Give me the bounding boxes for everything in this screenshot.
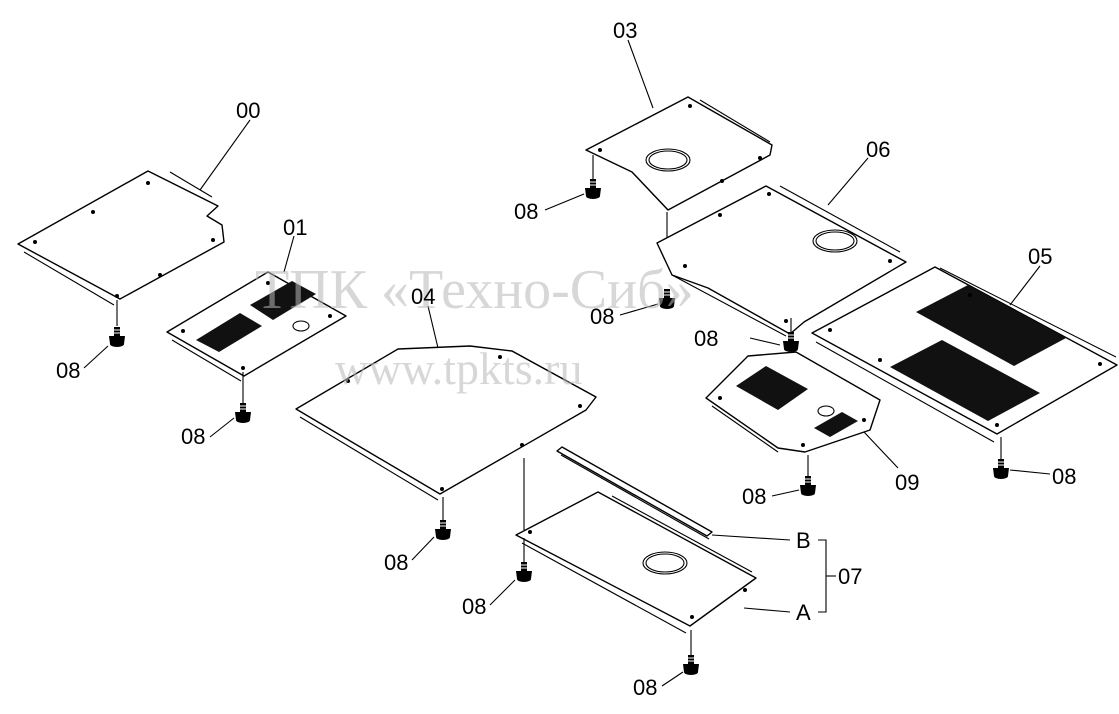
bolt-08-icon bbox=[108, 326, 126, 348]
watermark-url: www.tpkts.ru bbox=[335, 343, 582, 394]
label-part-08: 08 bbox=[590, 304, 614, 329]
plate-03 bbox=[585, 96, 773, 242]
bolt-08-icon bbox=[234, 402, 252, 424]
bolt-08-icon bbox=[434, 519, 452, 541]
plate-09 bbox=[705, 351, 881, 453]
label-part-08: 08 bbox=[384, 550, 408, 575]
plate-01 bbox=[166, 271, 347, 382]
watermark-company: ТПК «Техно-Сиб» bbox=[255, 259, 694, 321]
label-part-08: 08 bbox=[694, 326, 718, 351]
label-part-05: 05 bbox=[1028, 244, 1052, 269]
label-part-08: 08 bbox=[462, 594, 486, 619]
label-part-08: 08 bbox=[633, 675, 657, 700]
label-part-08: 08 bbox=[514, 199, 538, 224]
plate-00 bbox=[17, 170, 225, 306]
label-part-00: 00 bbox=[236, 98, 260, 123]
label-part-08: 08 bbox=[742, 484, 766, 509]
label-part-01: 01 bbox=[283, 215, 307, 240]
label-part-08: 08 bbox=[56, 358, 80, 383]
strip-07-b bbox=[556, 446, 713, 540]
label-part-09: 09 bbox=[895, 470, 919, 495]
bolt-08-icon bbox=[992, 458, 1010, 480]
bolt-08-icon bbox=[782, 331, 800, 353]
plate-07-a bbox=[515, 491, 757, 634]
label-part-03: 03 bbox=[613, 18, 637, 43]
bolt-08-icon bbox=[584, 178, 602, 200]
label-part-08: 08 bbox=[181, 424, 205, 449]
callout-leaders bbox=[83, 39, 1051, 687]
label-sub-b: B bbox=[796, 528, 811, 553]
label-part-07: 07 bbox=[838, 564, 862, 589]
plate-05 bbox=[811, 266, 1118, 443]
label-sub-a: A bbox=[796, 600, 811, 625]
plate-04 bbox=[295, 345, 597, 501]
bolt-08-icon bbox=[682, 654, 700, 676]
bolt-08-icon bbox=[799, 475, 817, 497]
label-part-08: 08 bbox=[1052, 464, 1076, 489]
label-part-04: 04 bbox=[411, 284, 435, 309]
bolt-08-icon bbox=[515, 561, 533, 583]
label-part-06: 06 bbox=[866, 137, 890, 162]
bolt-leader-lines bbox=[116, 300, 1002, 655]
plate-06 bbox=[656, 185, 907, 337]
